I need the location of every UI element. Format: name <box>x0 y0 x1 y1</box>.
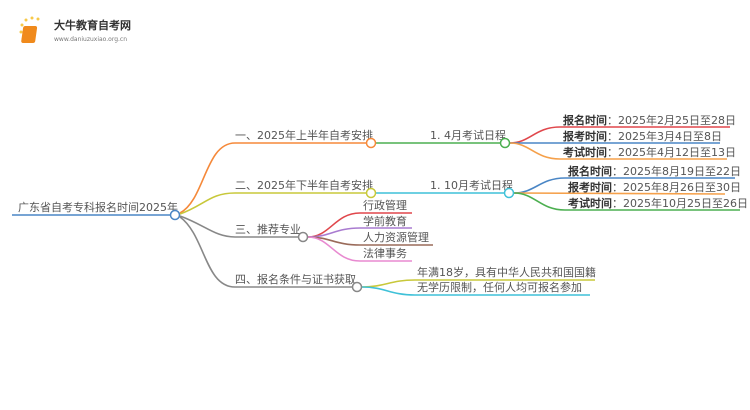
logo: 大牛教育自考网 www.daniuzuxiao.org.cn <box>19 16 131 43</box>
major-item[interactable]: 行政管理 <box>363 198 407 212</box>
leaf-value: 2025年2月25日至28日 <box>618 113 736 127</box>
branch-4-toggle[interactable] <box>351 281 363 293</box>
child-2-toggle[interactable] <box>503 187 515 199</box>
svg-text:报名时间：2025年2月25日至28日: 报名时间：2025年2月25日至28日 <box>563 113 736 127</box>
leaf-key: 考试时间 <box>563 145 607 159</box>
book-icon <box>19 16 40 43</box>
logo-url: www.daniuzuxiao.org.cn <box>54 36 127 43</box>
child-1-toggle[interactable] <box>499 137 511 149</box>
major-item[interactable]: 人力资源管理 <box>363 230 429 244</box>
leaf-value: 2025年3月4日至8日 <box>618 129 722 143</box>
branch-3-toggle[interactable] <box>297 231 309 243</box>
major-item[interactable]: 法律事务 <box>363 246 407 260</box>
leaf-value: 2025年4月12日至13日 <box>618 145 736 159</box>
major-item[interactable]: 学前教育 <box>363 214 407 228</box>
root-collapse-toggle[interactable] <box>169 209 181 221</box>
branch-1-label[interactable]: 一、2025年上半年自考安排 <box>235 128 373 142</box>
logo-name: 大牛教育自考网 <box>54 18 131 32</box>
branch-1-toggle[interactable] <box>365 137 377 149</box>
branch-2-toggle[interactable] <box>365 187 377 199</box>
branch-2-child[interactable]: 1. 10月考试日程 <box>430 179 513 192</box>
svg-text:考试时间：2025年10月25日至26日: 考试时间：2025年10月25日至26日 <box>568 196 748 210</box>
svg-text:报考时间：2025年8月26日至30日: 报考时间：2025年8月26日至30日 <box>568 180 741 194</box>
branch-1-child[interactable]: 1. 4月考试日程 <box>430 129 506 142</box>
svg-text:报考时间：2025年3月4日至8日: 报考时间：2025年3月4日至8日 <box>563 129 722 143</box>
root-topic[interactable]: 广东省自考专科报名时间2025年 <box>18 200 178 214</box>
leaf-key: 报名时间 <box>563 113 607 127</box>
svg-text:报名时间：2025年8月19日至22日: 报名时间：2025年8月19日至22日 <box>568 164 741 178</box>
svg-text:考试时间：2025年4月12日至13日: 考试时间：2025年4月12日至13日 <box>563 145 736 159</box>
condition-item[interactable]: 年满18岁，具有中华人民共和国国籍 <box>417 265 596 279</box>
leaf-key: 报考时间 <box>563 129 607 143</box>
condition-item[interactable]: 无学历限制，任何人均可报名参加 <box>417 280 582 294</box>
branch-4-label[interactable]: 四、报名条件与证书获取 <box>235 272 356 286</box>
branch-2-label[interactable]: 二、2025年下半年自考安排 <box>235 178 373 192</box>
branch-3-label[interactable]: 三、推荐专业 <box>235 222 301 236</box>
